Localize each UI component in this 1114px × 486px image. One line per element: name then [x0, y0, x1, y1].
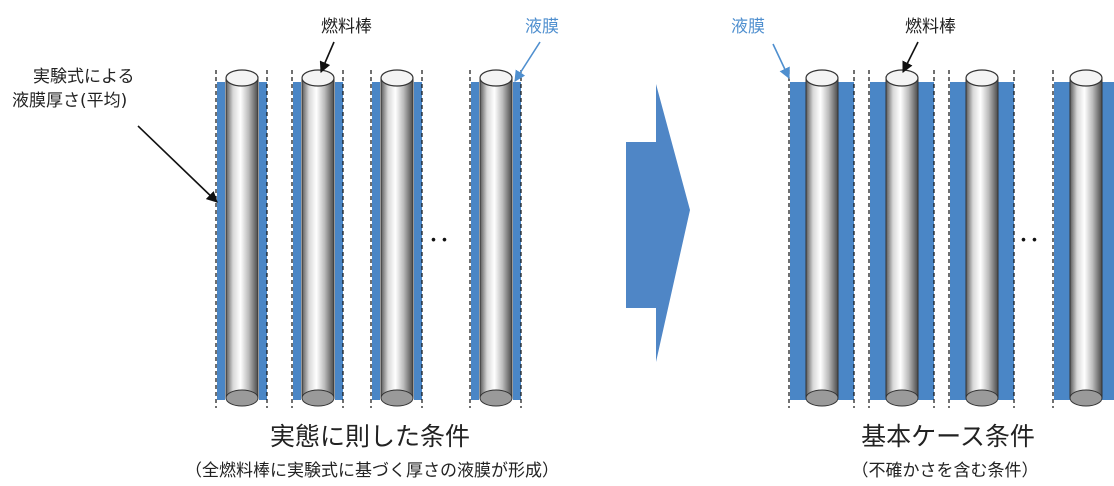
fuel-rod-bottom	[380, 389, 414, 407]
fuel-rod-top	[225, 69, 259, 87]
experiment-thickness-label-line2: 液膜厚さ(平均)	[12, 91, 127, 111]
left-rod-pointer	[319, 41, 335, 74]
experiment-thickness-pointer	[137, 125, 218, 203]
right-rod-label: 燃料棒	[905, 17, 956, 37]
liquid-film-strip	[471, 82, 479, 400]
left-rod-group	[215, 69, 522, 408]
fuel-rod-top	[1069, 69, 1103, 87]
fuel-rod-body	[965, 77, 999, 399]
liquid-film-strip	[293, 82, 301, 400]
fuel-rod-body	[301, 77, 335, 399]
fuel-rod-top	[301, 69, 335, 87]
fuel-rod-bottom	[225, 389, 259, 407]
right-fuel-rod-1	[788, 69, 855, 408]
liquid-film-strip	[838, 82, 854, 400]
right-rod-pointer	[902, 41, 919, 74]
left-film-label: 液膜	[525, 17, 559, 37]
fuel-rod-top	[805, 69, 839, 87]
fuel-rod-body	[1069, 77, 1103, 399]
fuel-rod-top	[479, 69, 513, 87]
liquid-film-strip	[1102, 82, 1114, 400]
liquid-film-strip	[335, 82, 343, 400]
left-ellipsis: ･･	[428, 229, 450, 254]
left-panel-title: 実態に則した条件	[270, 422, 470, 451]
fuel-rod-body	[885, 77, 919, 399]
right-fuel-rod-4	[1052, 69, 1114, 408]
fuel-rod-top	[380, 69, 414, 87]
liquid-film-strip	[259, 82, 267, 400]
fuel-rod-top	[965, 69, 999, 87]
left-fuel-rod-1	[215, 69, 268, 408]
left-film-pointer	[514, 41, 541, 82]
fuel-rod-bottom	[885, 389, 919, 407]
fuel-rod-top	[885, 69, 919, 87]
right-rod-group	[788, 69, 1114, 408]
liquid-film-strip	[217, 82, 225, 400]
right-ellipsis: ･･	[1018, 229, 1040, 254]
right-fuel-rod-3	[948, 69, 1015, 408]
fuel-rod-body	[805, 77, 839, 399]
liquid-film-strip	[998, 82, 1014, 400]
right-panel-subtitle: （不確かさを含む条件）	[852, 461, 1039, 481]
transition-arrow	[626, 84, 690, 362]
right-film-label: 液膜	[731, 17, 765, 37]
right-film-pointer	[772, 43, 790, 80]
fuel-rod-bottom	[1069, 389, 1103, 407]
liquid-film-strip	[918, 82, 934, 400]
left-fuel-rod-3	[370, 69, 423, 408]
right-fuel-rod-2	[868, 69, 935, 408]
liquid-film-strip	[790, 82, 806, 400]
fuel-rod-body	[225, 77, 259, 399]
left-panel-subtitle: （全燃料棒に実験式に基づく厚さの液膜が形成）	[185, 461, 559, 481]
left-fuel-rod-2	[291, 69, 344, 408]
liquid-film-strip	[870, 82, 886, 400]
experiment-thickness-label-line1: 実験式による	[33, 67, 135, 87]
right-panel-title: 基本ケース条件	[861, 422, 1035, 451]
fuel-rod-bottom	[301, 389, 335, 407]
fuel-rod-bottom	[965, 389, 999, 407]
fuel-rod-bottom	[805, 389, 839, 407]
left-fuel-rod-4	[469, 69, 522, 408]
liquid-film-strip	[372, 82, 380, 400]
fuel-rod-bottom	[479, 389, 513, 407]
liquid-film-strip	[1054, 82, 1070, 400]
fuel-rod-body	[479, 77, 513, 399]
left-rod-label: 燃料棒	[321, 17, 372, 37]
liquid-film-strip	[513, 82, 521, 400]
fuel-rod-body	[380, 77, 414, 399]
liquid-film-strip	[414, 82, 422, 400]
liquid-film-strip	[950, 82, 966, 400]
